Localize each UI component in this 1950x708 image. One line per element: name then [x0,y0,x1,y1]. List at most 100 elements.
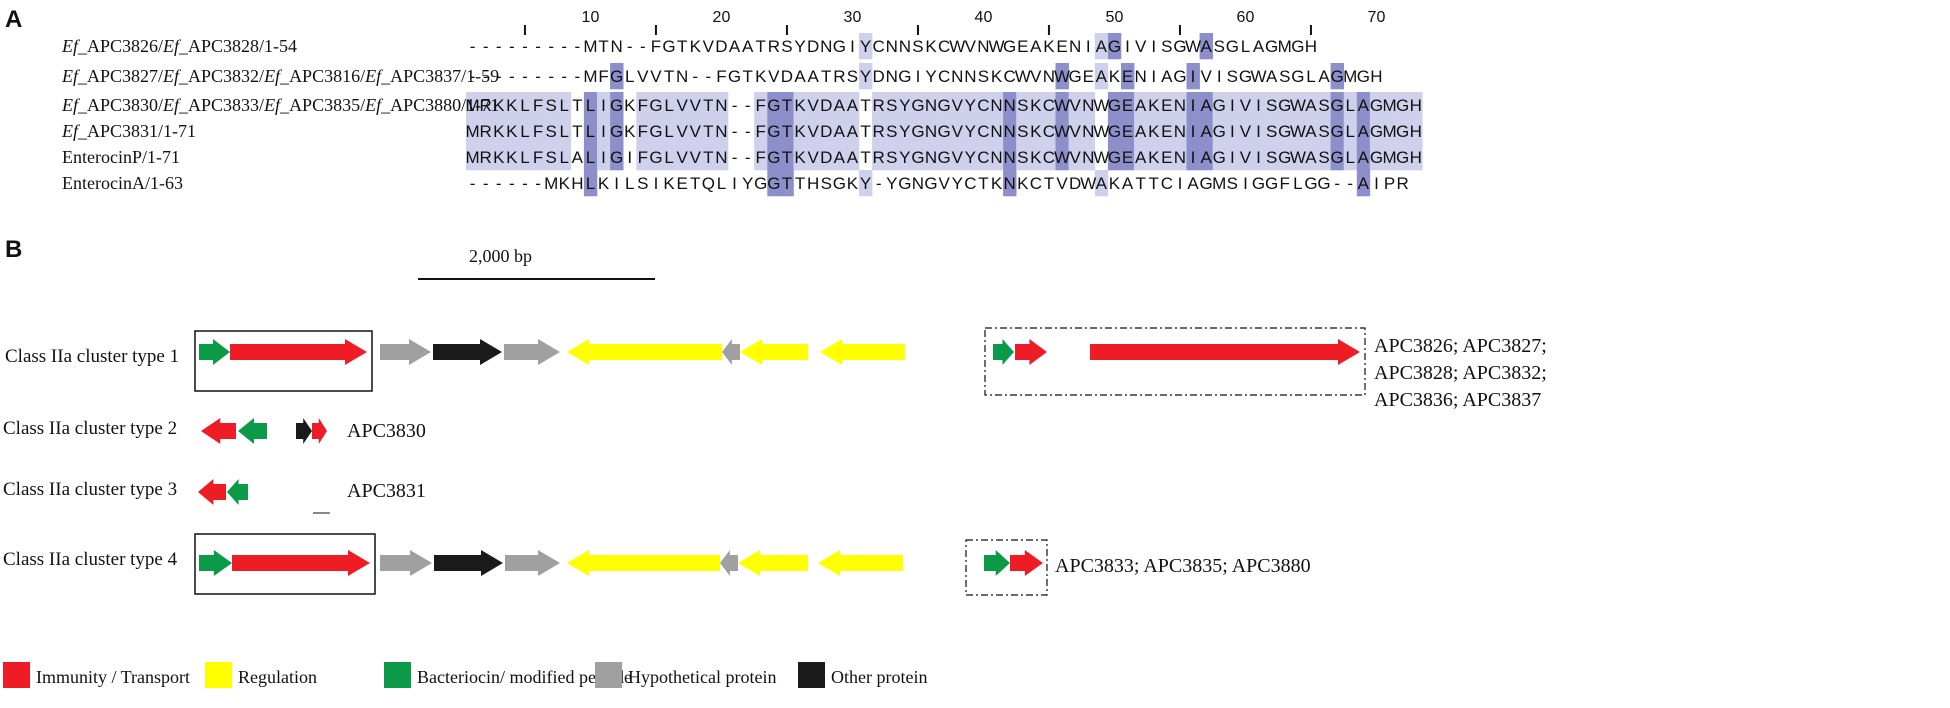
residue: F [533,122,543,141]
residue: E [1056,37,1067,56]
residue: K [506,122,518,141]
cluster-type-4-box [194,533,376,595]
residue: - [522,37,528,56]
residue: G [1396,96,1409,115]
immunity-transport-gene-arrow [1090,339,1360,365]
residue: N [912,174,924,193]
residue: K [506,148,518,167]
residue: A [1096,67,1108,86]
residue: K [794,122,806,141]
residue-shade [636,118,650,145]
legend-swatch [595,662,622,688]
residue-shade [597,92,611,119]
residue: G [1200,174,1213,193]
residue: Y [899,96,910,115]
residue-shade [675,92,689,119]
residue: G [1213,148,1226,167]
residue: - [732,96,738,115]
residue-shade [924,118,938,145]
residue: - [470,67,476,86]
residue: A [1358,122,1370,141]
residue: S [637,174,648,193]
residue: L [520,96,529,115]
residue: G [924,174,937,193]
residue-shade [1199,118,1213,145]
residue: S [1266,148,1277,167]
residue: A [1358,96,1370,115]
residue: G [1331,148,1344,167]
residue: G [938,148,951,167]
residue: G [1252,174,1265,193]
residue: K [794,148,806,167]
residue-shade [1369,144,1384,171]
residue: S [1227,174,1238,193]
residue: G [1370,148,1383,167]
residue-shade [1016,92,1030,119]
residue: T [782,122,792,141]
residue: G [754,174,767,193]
residue: F [756,148,766,167]
residue: N [1043,67,1055,86]
residue: G [833,174,846,193]
residue: R [480,96,492,115]
residue: G [1291,67,1304,86]
legend-label: Hypothetical protein [628,667,776,687]
sequence-name: EnterocinA/1-63 [62,173,183,193]
type-1-strains-line-2: APC3828; APC3832; [1374,362,1547,384]
residue: S [1318,122,1329,141]
residue-shade [649,144,663,171]
residue-shade [1094,33,1109,60]
residue: T [860,148,870,167]
residue: T [703,148,713,167]
residue-shade [1121,92,1135,119]
residue: S [545,122,556,141]
residue: A [847,148,859,167]
residue-shade [583,118,598,145]
residue-shade [963,118,978,145]
residue-shade [1068,118,1082,145]
residue: G [1108,148,1121,167]
residue-shade [1003,92,1017,119]
residue-shade [714,118,729,145]
legend-swatch [798,662,825,688]
residue-shade [1238,118,1253,145]
residue: K [493,122,505,141]
residue: G [1278,148,1291,167]
residue: T [1149,174,1159,193]
residue-shade [1199,92,1213,119]
residue-shade [1369,92,1384,119]
residue: I [1191,148,1196,167]
type-1-strains-line-1: APC3826; APC3827; [1374,335,1547,357]
cluster-type-2-label: Class IIa cluster type 2 [3,418,177,439]
residue: Q [702,174,715,193]
residue: G [1278,96,1291,115]
residue: L [664,122,673,141]
residue: T [756,37,766,56]
residue-shade [793,92,807,119]
residue: I [1151,67,1156,86]
residue: G [767,174,780,193]
residue: C [1043,96,1055,115]
residue: M [1382,148,1396,167]
residue: N [715,148,727,167]
residue: W [1054,148,1070,167]
residue-shade [806,144,820,171]
residue: I [654,174,659,193]
residue: I [1230,122,1235,141]
residue: Y [860,174,871,193]
residue: - [876,174,882,193]
residue-shade [597,144,611,171]
residue-shade [898,92,912,119]
residue: W [1185,37,1201,56]
residue: F [533,96,543,115]
residue-shade [1160,118,1174,145]
residue-shade [1003,118,1017,145]
residue: T [742,67,752,86]
residue-shade [505,144,519,171]
residue: - [535,37,541,56]
residue: Y [886,174,897,193]
residue-shade [1173,92,1187,119]
residue: A [1266,67,1278,86]
residue-shade [505,92,519,119]
residue: G [610,96,623,115]
